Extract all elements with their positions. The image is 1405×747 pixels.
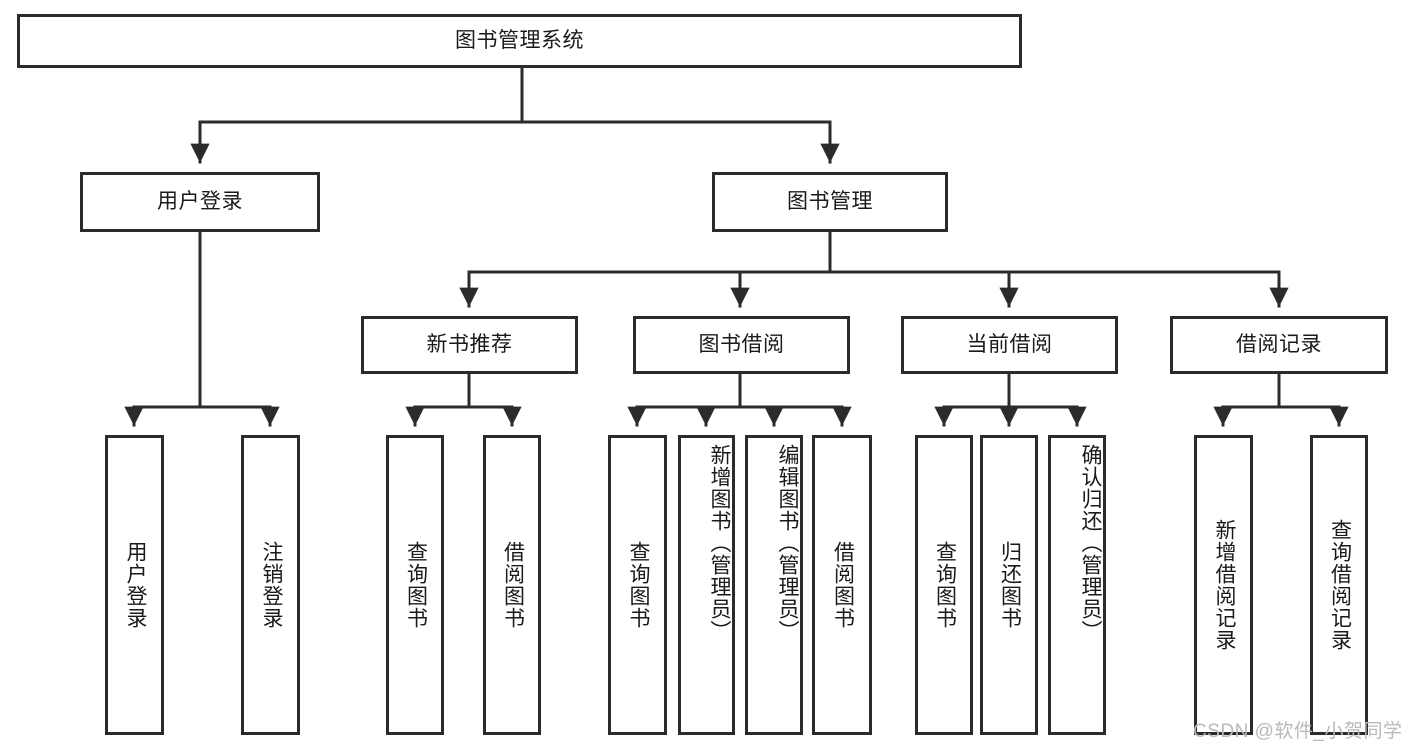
node-root[interactable]: 图书管理系统 — [17, 14, 1022, 68]
leaf-borrow-books[interactable]: 借阅图书 — [812, 435, 872, 735]
node-book-borrow[interactable]: 图书借阅 — [633, 316, 850, 374]
node-user-login[interactable]: 用户登录 — [80, 172, 320, 232]
leaf-edit-book-admin[interactable]: 编辑图书（管理员） — [745, 435, 803, 735]
leaf-add-book-admin[interactable]: 新增图书（管理员） — [678, 435, 735, 735]
node-new-book-recommend[interactable]: 新书推荐 — [361, 316, 578, 374]
leaf-query-books-newbook[interactable]: 查询图书 — [386, 435, 444, 735]
leaf-query-books-current[interactable]: 查询图书 — [915, 435, 973, 735]
node-book-management[interactable]: 图书管理 — [712, 172, 948, 232]
leaf-query-books-borrow[interactable]: 查询图书 — [608, 435, 667, 735]
node-borrow-record[interactable]: 借阅记录 — [1170, 316, 1388, 374]
node-current-borrow[interactable]: 当前借阅 — [901, 316, 1118, 374]
watermark: CSDN @软件_小贺同学 — [1193, 721, 1403, 742]
leaf-confirm-return-admin[interactable]: 确认归还（管理员） — [1048, 435, 1106, 735]
leaf-add-borrow-record[interactable]: 新增借阅记录 — [1194, 435, 1253, 735]
leaf-query-borrow-record[interactable]: 查询借阅记录 — [1310, 435, 1368, 735]
leaf-borrow-books-newbook[interactable]: 借阅图书 — [483, 435, 541, 735]
leaf-user-login[interactable]: 用户登录 — [105, 435, 164, 735]
leaf-return-books[interactable]: 归还图书 — [980, 435, 1038, 735]
leaf-logout[interactable]: 注销登录 — [241, 435, 300, 735]
